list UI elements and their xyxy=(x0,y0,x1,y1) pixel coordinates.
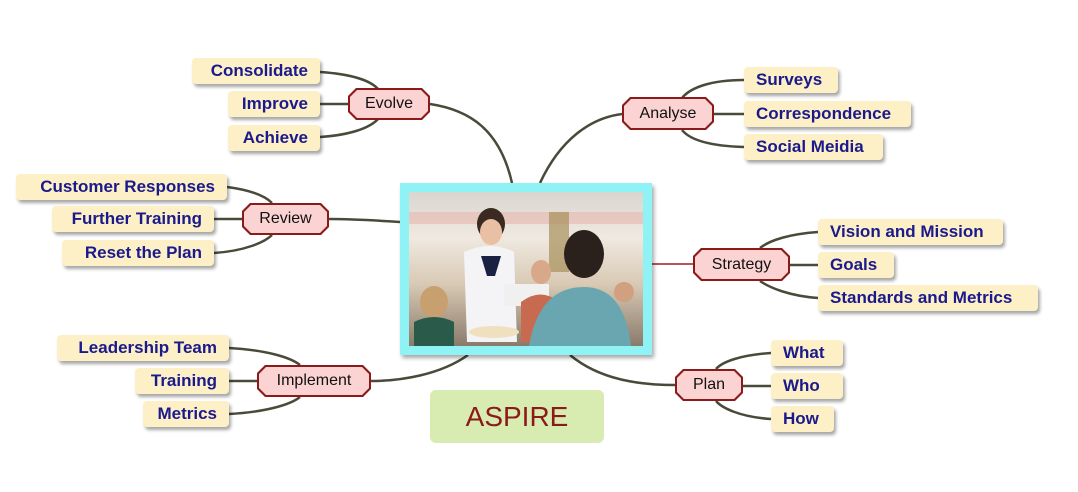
leaf-vision-and-mission[interactable]: Vision and Mission xyxy=(818,219,1003,245)
restaurant-photo-illustration xyxy=(409,208,643,346)
node-label: Plan xyxy=(677,371,741,399)
leaf-customer-responses[interactable]: Customer Responses xyxy=(16,174,227,200)
leaf-goals[interactable]: Goals xyxy=(818,252,894,278)
leaf-surveys[interactable]: Surveys xyxy=(744,67,838,93)
node-label: Analyse xyxy=(624,99,712,128)
node-label: Implement xyxy=(259,367,369,395)
leaf-correspondence[interactable]: Correspondence xyxy=(744,101,911,127)
node-label: Review xyxy=(244,205,327,233)
leaf-further-training[interactable]: Further Training xyxy=(52,206,214,232)
leaf-improve[interactable]: Improve xyxy=(228,91,320,117)
node-analyse[interactable]: Analyse xyxy=(622,97,714,130)
leaf-leadership-team[interactable]: Leadership Team xyxy=(57,335,229,361)
node-plan[interactable]: Plan xyxy=(675,369,743,401)
leaf-consolidate[interactable]: Consolidate xyxy=(192,58,320,84)
leaf-training[interactable]: Training xyxy=(135,368,229,394)
leaf-what[interactable]: What xyxy=(771,340,843,366)
leaf-achieve[interactable]: Achieve xyxy=(228,125,320,151)
leaf-metrics[interactable]: Metrics xyxy=(143,401,229,427)
leaf-who[interactable]: Who xyxy=(771,373,843,399)
central-photo xyxy=(409,192,643,346)
node-evolve[interactable]: Evolve xyxy=(348,88,430,120)
central-image-frame xyxy=(400,183,652,355)
leaf-reset-the-plan[interactable]: Reset the Plan xyxy=(62,240,214,266)
node-label: Strategy xyxy=(695,250,788,279)
title-label: ASPIRE xyxy=(430,390,604,443)
node-label: Evolve xyxy=(350,90,428,118)
leaf-how[interactable]: How xyxy=(771,406,834,432)
leaf-social-media[interactable]: Social Meidia xyxy=(744,134,883,160)
node-review[interactable]: Review xyxy=(242,203,329,235)
leaf-standards-and-metrics[interactable]: Standards and Metrics xyxy=(818,285,1038,311)
node-implement[interactable]: Implement xyxy=(257,365,371,397)
node-strategy[interactable]: Strategy xyxy=(693,248,790,281)
